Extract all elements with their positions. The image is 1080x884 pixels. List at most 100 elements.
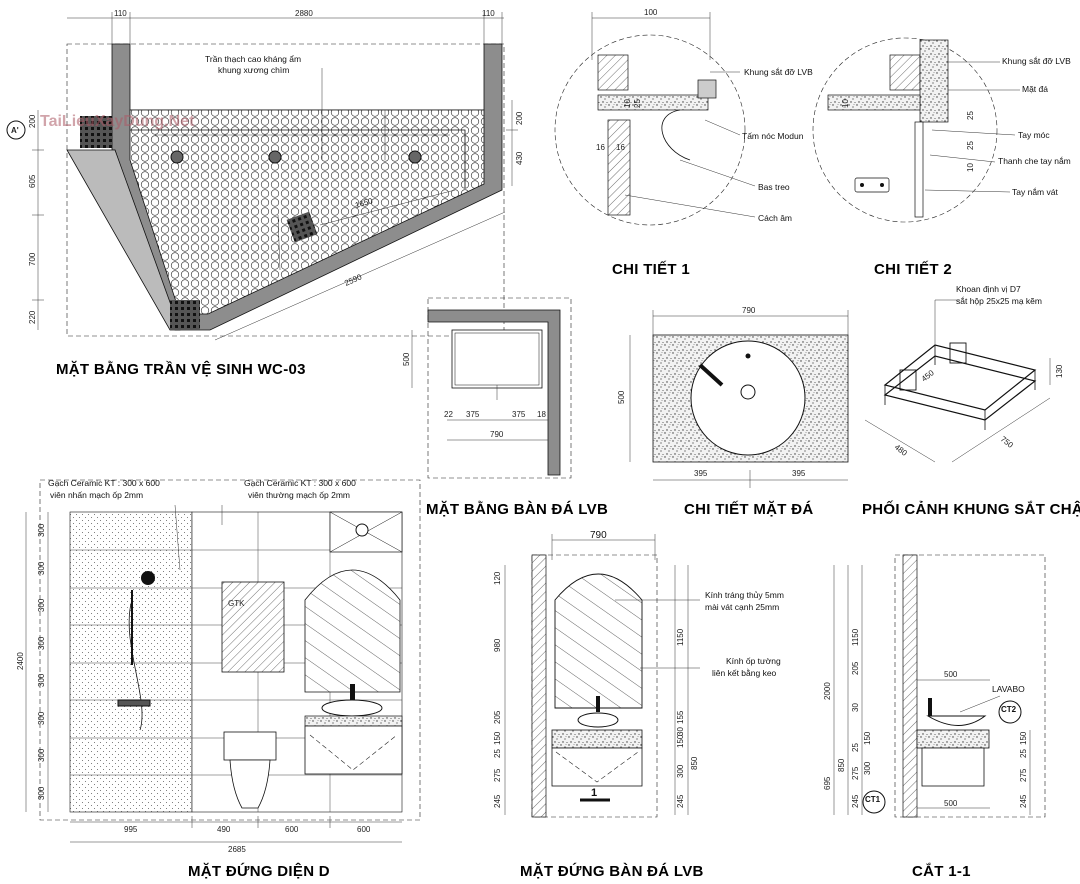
counter-elev-basin	[577, 712, 619, 728]
counter-plan-wall	[427, 309, 561, 476]
elev-d-dim-b3: 600	[285, 825, 299, 834]
counter-plan-dim-1: 22	[444, 410, 453, 419]
elev-d-dim-l6: 300	[37, 711, 46, 725]
counter-elev-mirror	[554, 573, 643, 709]
section-cabinet	[921, 747, 985, 787]
detail1-dim-d: 10	[623, 99, 632, 108]
elev-d-mirror	[304, 569, 401, 693]
counter-plan-dim-2: 375	[466, 410, 480, 419]
counter-elev-dim-r5: 300	[676, 764, 685, 778]
detail1-label-1: Khung sắt đỡ LVB	[744, 67, 813, 77]
section-tag-ct2	[998, 700, 1022, 724]
counter-elev-dim-r4: 150	[676, 734, 685, 748]
section-tag-ct1	[862, 790, 886, 814]
top-detail-title: CHI TIẾT MẶT ĐÁ	[684, 501, 814, 518]
frame-perspective: Khoan định vị D7 sắt hộp 25x25 mạ kẽm 45…	[862, 284, 1080, 518]
section-1-1: LAVABO CT2 CT1 500 500 1150 205 30 150 2…	[823, 554, 1046, 880]
counter-elev-dim-r2: 155	[676, 710, 685, 724]
section-dim-l1: 1150	[851, 628, 860, 646]
counter-elev-dim-r7: 245	[676, 794, 685, 808]
elev-d-mixer	[117, 699, 151, 707]
section-dim-l2: 205	[851, 661, 860, 675]
detail1-label-4: Cách âm	[758, 213, 792, 223]
section-tag-ct1-label: CT1	[865, 795, 881, 804]
detail1-bracket	[661, 109, 691, 161]
detail2-label-1: Khung sắt đỡ LVB	[1002, 56, 1071, 66]
elev-d-cabinet	[304, 725, 403, 775]
elev-d-note-right-2: viên thường mạch ốp 2mm	[248, 490, 350, 500]
section-dim-o1: 2000	[823, 682, 832, 700]
elev-d-dim-l5: 300	[37, 673, 46, 687]
frame-dim-4: 750	[999, 434, 1015, 450]
section-wall	[902, 554, 918, 818]
counter-elevation: 790 1 Kính tráng thủy 5mm mài vát cạnh 2…	[493, 530, 784, 880]
plan-watermark: TaiLieuXayDung.Net	[40, 113, 195, 130]
frame-dim-2: 130	[1055, 364, 1064, 378]
counter-elev-dim-l6: 275	[493, 768, 502, 782]
counter-elev-dim-l7: 245	[493, 794, 502, 808]
plan-outline	[66, 43, 505, 337]
elev-d-towel-rack	[221, 581, 285, 673]
section-dim-o3: 695	[823, 776, 832, 790]
plan-dim-right-2: 430	[515, 151, 524, 165]
top-detail-faucet	[698, 363, 724, 387]
counter-elev-dim-r1: 1150	[676, 628, 685, 646]
plan-note-ceiling-1: Trần thạch cao kháng ẩm	[205, 54, 301, 64]
counter-elev-dim-l2: 980	[493, 638, 502, 652]
counter-elev-note2-2: liên kết bằng keo	[712, 668, 777, 678]
top-detail-dim-1: 395	[694, 469, 708, 478]
elev-d-basin	[321, 699, 383, 717]
top-detail-dim-width: 790	[742, 306, 756, 315]
elev-d-shower-head	[141, 571, 155, 585]
detail2-stone	[919, 39, 949, 123]
detail-2: Khung sắt đỡ LVB Mặt đá Tay móc Thanh ch…	[812, 37, 1071, 278]
top-detail: 790 500 395 395 CHI TIẾT MẶT ĐÁ	[617, 306, 849, 518]
counter-elev-dim-l5: 25	[493, 749, 502, 758]
detail2-dim-c: 10	[966, 163, 975, 172]
plan-dim-left-2: 605	[28, 174, 37, 188]
counter-elev-dim-width: 790	[590, 530, 607, 541]
section-dim-r2: 25	[1019, 749, 1028, 758]
plan-dim-left-4: 220	[28, 310, 37, 324]
counter-plan-dim-4: 18	[537, 410, 546, 419]
counter-plan-dim-total: 790	[490, 430, 504, 439]
counter-elev-dim-l3: 205	[493, 710, 502, 724]
plan-light-1	[170, 150, 184, 164]
counter-elev-section-mark: 1	[591, 787, 597, 799]
plan-grate-bottom	[170, 300, 200, 330]
detail1-dim-c: 25	[633, 99, 642, 108]
plan-title: MẶT BẰNG TRẦN VỆ SINH WC-03	[56, 360, 306, 378]
detail2-frame	[889, 54, 921, 91]
section-dim-top: 500	[944, 670, 958, 679]
detail2-title: CHI TIẾT 2	[874, 261, 952, 278]
counter-elev-top	[551, 729, 643, 749]
frame-title: PHỐI CẢNH KHUNG SẮT CHẬU	[862, 500, 1080, 518]
section-basin	[926, 715, 987, 726]
counter-elev-dim-r3: 30	[676, 727, 685, 736]
detail-1: 100 Khung sắt đỡ LVB Tấm nóc Modun Bas t…	[554, 8, 813, 278]
section-dim-l3: 30	[851, 703, 860, 712]
elev-d-toilet-tank	[223, 731, 277, 761]
counter-plan: 500 22 375 375 18 790 MẶT BẰNG BÀN ĐÁ LV…	[402, 297, 608, 518]
detail2-label-2: Mặt đá	[1022, 84, 1048, 94]
detail2-handle	[854, 177, 890, 193]
section-dim-r3: 275	[1019, 768, 1028, 782]
detail2-dim-b: 25	[966, 141, 975, 150]
detail1-dim-b: 16	[616, 143, 625, 152]
section-label: LAVABO	[992, 684, 1025, 694]
elev-d-dim-l8: 300	[37, 786, 46, 800]
elev-d-towel-label: GTK	[228, 599, 245, 608]
detail2-label-4: Thanh che tay nắm	[998, 156, 1071, 166]
section-counter	[916, 729, 990, 749]
counter-elev-dim-l1: 120	[493, 571, 502, 585]
elev-d-dim-l3: 300	[37, 598, 46, 612]
section-dim-l5: 25	[851, 743, 860, 752]
plan-dim-top-2: 2880	[295, 9, 313, 18]
plan-ceiling: Trần thạch cao kháng ẩm khung xương chìm…	[6, 9, 524, 378]
plan-floor-tiles	[129, 109, 485, 315]
detail1-anchor	[697, 79, 717, 99]
section-dim-l6: 300	[863, 761, 872, 775]
elev-d-dim-l1: 300	[37, 523, 46, 537]
counter-plan-title: MẶT BẰNG BÀN ĐÁ LVB	[426, 500, 608, 518]
